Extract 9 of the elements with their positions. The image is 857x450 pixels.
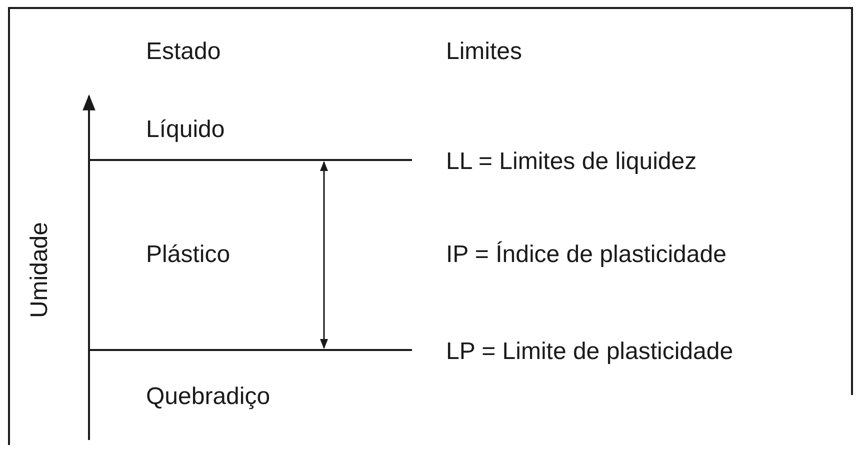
state-label: Plástico: [146, 241, 230, 269]
state-label: Quebradiço: [146, 383, 270, 411]
axis-label: Umidade: [26, 222, 54, 318]
limit-label: LP = Limite de plasticidade: [446, 338, 734, 366]
limit-label: LL = Limites de liquidez: [446, 148, 697, 176]
state-label: Líquido: [146, 116, 225, 144]
column-heading: Limites: [446, 38, 522, 66]
column-heading: Estado: [146, 38, 221, 66]
limit-label: IP = Índice de plasticidade: [446, 241, 726, 269]
